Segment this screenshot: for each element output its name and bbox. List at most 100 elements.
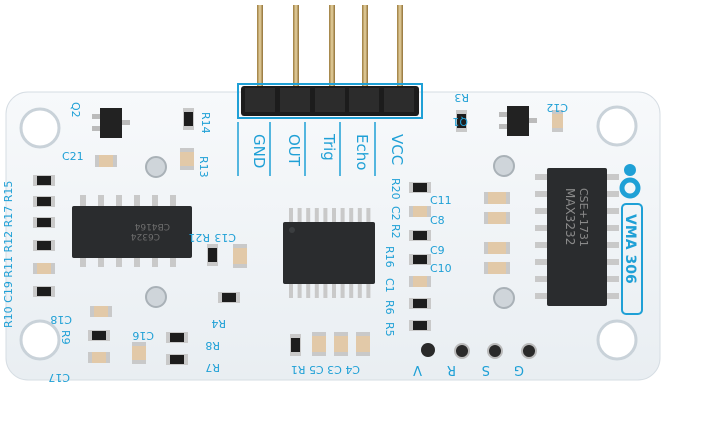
mounting-hole-tl [19,107,61,149]
smd-capacitor [33,263,55,274]
header-pin-1 [257,5,263,97]
label-r4: R4 [211,317,226,330]
ic-right-pin [606,276,619,282]
pin-label-echo: Echo [353,134,371,170]
ic-left: C6324 CB4164 [72,195,192,267]
label-r20: R20 [389,178,402,200]
ic-right: MAX3232 CSE+1731 [535,168,619,306]
pin-header [237,83,423,119]
ic-center [283,208,375,298]
label-c11: C11 [430,194,452,207]
ic-right-pin [535,208,548,214]
transistor-q2 [92,108,130,138]
label-left-column: R10 C19 R11 R12 R17 R15 [2,181,15,328]
smd-resistor [33,217,55,228]
ic-right-pin [606,225,619,231]
header-pin-labels: GND OUT Trig Echo VCC [250,133,406,170]
pad-label-g: G [514,362,524,377]
smd-resistor [409,182,431,193]
ic-right-pin [535,191,548,197]
ic-center-pin [306,283,311,298]
ic-right-pin [606,191,619,197]
smd-capacitor [233,244,247,268]
ic-right-pin [606,259,619,265]
header-pin-4 [362,5,368,97]
ic-right-pin [606,242,619,248]
ic-right-marking: MAX3232 [563,188,577,245]
ic-center-pin [340,208,345,223]
ic-center-pin [306,208,311,223]
smd-capacitor [484,262,510,274]
ic-center-pin [297,283,302,298]
label-r7: R7 [205,361,220,374]
smd-resistor [166,332,188,343]
logo-dot-icon [624,164,636,176]
pad-v [421,343,435,357]
smd-capacitor [312,332,326,356]
ic-center-body [283,222,375,284]
pad-s [487,343,503,359]
ic-center-pin [366,283,371,298]
pin-label-gnd: GND [250,134,268,168]
pin-label-trig: Trig [320,133,338,161]
silkscreen-labels: Q2 Q1 R14 R3 C12 C21 R13 R10 C19 R11 R12… [2,91,568,384]
smd-capacitor [180,148,194,170]
pin-label-out: OUT [285,134,303,167]
smd-resistor [33,196,55,207]
label-c2: C2 [389,206,402,221]
smd-capacitor [88,352,110,363]
ic-left-marking: C6324 [131,231,160,241]
label-c18: C18 [50,313,72,326]
smd-resistor [33,175,55,186]
smd-resistor [33,240,55,251]
ic-left-body [72,206,192,258]
ic-center-pin [332,283,336,298]
bottom-pads [421,343,537,359]
label-r8: R8 [205,339,220,352]
smd-resistor [33,286,55,297]
transistor-q1 [499,106,537,136]
pad-g [521,343,537,359]
logo-ring-icon [619,177,641,199]
smd-resistor [290,334,301,356]
label-r2: R2 [389,224,402,239]
ic-center-pin [349,283,354,298]
smd-capacitor [95,155,117,167]
label-q2: Q2 [69,102,82,118]
smd-capacitor [334,332,348,356]
pad-label-r: R [447,362,456,377]
label-r6: R6 [383,300,396,315]
ic-left-marking-2: CB4164 [134,221,170,231]
smd-capacitor [552,110,563,132]
ic-center-pin [314,283,319,298]
label-r14: R14 [199,112,212,134]
label-c21: C21 [62,150,84,163]
smd-capacitor [90,306,112,317]
smd-resistor [409,320,431,331]
mounting-hole-tr [596,105,638,147]
smd-capacitor [484,242,510,254]
label-c4c3c5r1: C4 C3 C5 R1 [291,363,360,376]
smd-capacitor [409,276,431,287]
ic-right-pin [535,174,548,180]
test-vias [145,155,515,309]
label-q1: Q1 [452,115,468,128]
ic-center-pin [289,283,293,298]
ic-center-pin [314,208,319,223]
label-c10: C10 [430,262,452,275]
pad-label-v: V [413,362,422,377]
smd-resistor [183,108,194,130]
pin-label-vcc: VCC [388,134,406,165]
ic-right-pin [535,293,548,299]
label-c8: C8 [430,214,445,227]
smd-capacitor [132,342,146,364]
smd-capacitor [356,332,370,356]
label-r21: R21 [188,231,210,244]
label-c17: C17 [48,371,70,384]
label-c9: C9 [430,244,445,257]
mounting-holes [19,105,638,361]
label-c12: C12 [546,101,568,114]
ic-center-pin [332,208,336,223]
mounting-hole-bl [19,319,61,361]
